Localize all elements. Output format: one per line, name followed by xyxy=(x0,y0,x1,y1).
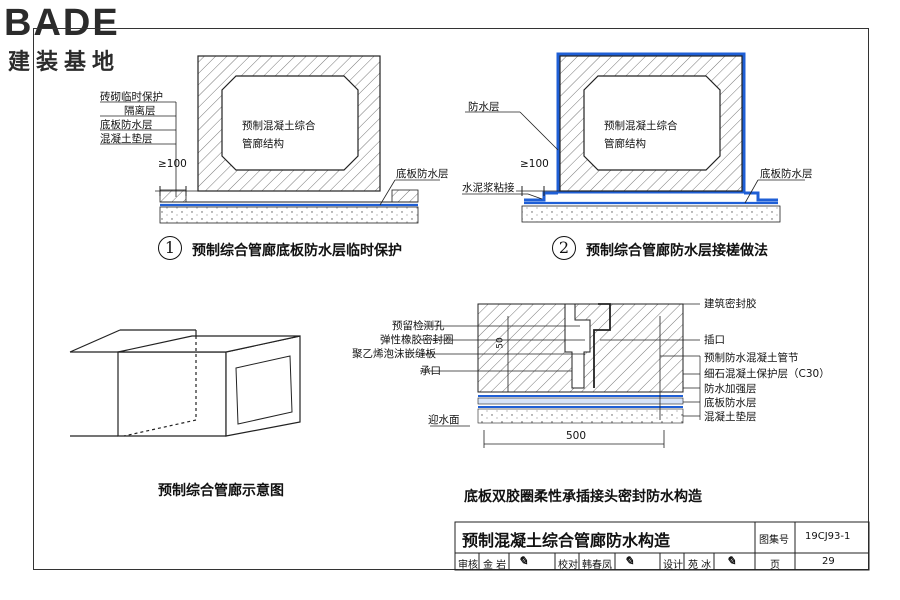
check-label: 校对 xyxy=(558,560,578,571)
detail2-cushion xyxy=(521,205,781,223)
detail4-drawing xyxy=(420,303,701,448)
detail4-label-rubber: 弹性橡胶密封圈 xyxy=(380,334,454,346)
detail2-drawing xyxy=(462,52,805,223)
designer-name: 苑 冰 xyxy=(688,560,712,571)
detail2-box-inner xyxy=(583,75,721,171)
detail1-dim: ≥100 xyxy=(158,158,187,170)
detail1-brick-left xyxy=(159,189,187,203)
designer-signature: ✎ xyxy=(726,554,737,568)
detail1-number: 1 xyxy=(158,236,182,260)
detail2-right-label: 底板防水层 xyxy=(760,168,813,180)
page-number: 29 xyxy=(822,556,835,567)
atlas-number: 19CJ93-1 xyxy=(805,531,851,542)
detail4-water-face: 迎水面 xyxy=(428,414,460,426)
checker-name: 韩春凤 xyxy=(582,560,612,571)
detail4-label-sealant: 建筑密封胶 xyxy=(704,298,757,310)
detail1-box-inner xyxy=(221,75,359,171)
detail4-label-protect: 细石混凝土保护层（C30） xyxy=(704,368,830,380)
detail1-inner-label-1: 预制混凝土综合 xyxy=(242,120,316,132)
detail4-label-hole: 预留检测孔 xyxy=(392,320,445,332)
detail2-inner-label-2: 管廊结构 xyxy=(604,138,646,150)
detail2-label-waterproof: 防水层 xyxy=(468,101,500,113)
reviewer-name: 金 岩 xyxy=(483,560,507,571)
detail3-caption: 预制综合管廊示意图 xyxy=(158,483,284,499)
brand-subtitle: 建装基地 xyxy=(8,50,121,75)
reviewer-signature: ✎ xyxy=(518,554,529,568)
detail4-label-spigot: 插口 xyxy=(704,334,725,346)
detail1-drawing xyxy=(100,55,440,224)
brand-logo: BADE xyxy=(4,2,120,44)
detail2-dim: ≥100 xyxy=(520,158,549,170)
review-label: 审核 xyxy=(458,560,478,571)
detail1-brick-right xyxy=(391,189,419,203)
page-label: 页 xyxy=(770,560,780,571)
detail4-label-cushion: 混凝土垫层 xyxy=(704,411,757,423)
detail1-inner-label-2: 管廊结构 xyxy=(242,138,284,150)
detail4-label-foam: 聚乙烯泡沫嵌缝板 xyxy=(352,348,436,360)
detail1-label-brick: 砖砌临时保护 xyxy=(100,91,163,103)
detail2-label-cement: 水泥浆粘接 xyxy=(462,182,515,194)
detail1-right-label: 底板防水层 xyxy=(396,168,449,180)
design-label: 设计 xyxy=(663,560,683,571)
detail3-drawing xyxy=(69,329,301,437)
drawing-frame xyxy=(33,28,869,570)
detail1-label-cushion: 混凝土垫层 xyxy=(100,133,153,145)
detail4-label-reinforce: 防水加强层 xyxy=(704,383,757,395)
detail1-caption: 预制综合管廊底板防水层临时保护 xyxy=(192,243,402,259)
detail4-dim-bottom: 500 xyxy=(566,430,587,442)
detail1-cushion xyxy=(159,206,419,224)
title-block-grid xyxy=(454,521,870,571)
detail4-label-waterproof: 底板防水层 xyxy=(704,397,757,409)
detail4-label-socket: 承口 xyxy=(420,365,441,377)
detail4-dim-vertical: 50 xyxy=(495,337,506,349)
detail2-number: 2 xyxy=(552,236,576,260)
drawing-title: 预制混凝土综合管廊防水构造 xyxy=(462,531,671,550)
detail4-label-pipe: 预制防水混凝土管节 xyxy=(704,352,799,364)
atlas-label: 图集号 xyxy=(759,535,789,546)
detail4-caption: 底板双胶圈柔性承插接头密封防水构造 xyxy=(464,489,702,505)
detail2-waterproof xyxy=(524,191,558,202)
detail1-label-isolation: 隔离层 xyxy=(124,105,156,117)
detail2-inner-label-1: 预制混凝土综合 xyxy=(604,120,678,132)
detail2-caption: 预制综合管廊防水层接槎做法 xyxy=(586,243,768,259)
detail1-label-waterproof: 底板防水层 xyxy=(100,119,153,131)
checker-signature: ✎ xyxy=(624,554,635,568)
